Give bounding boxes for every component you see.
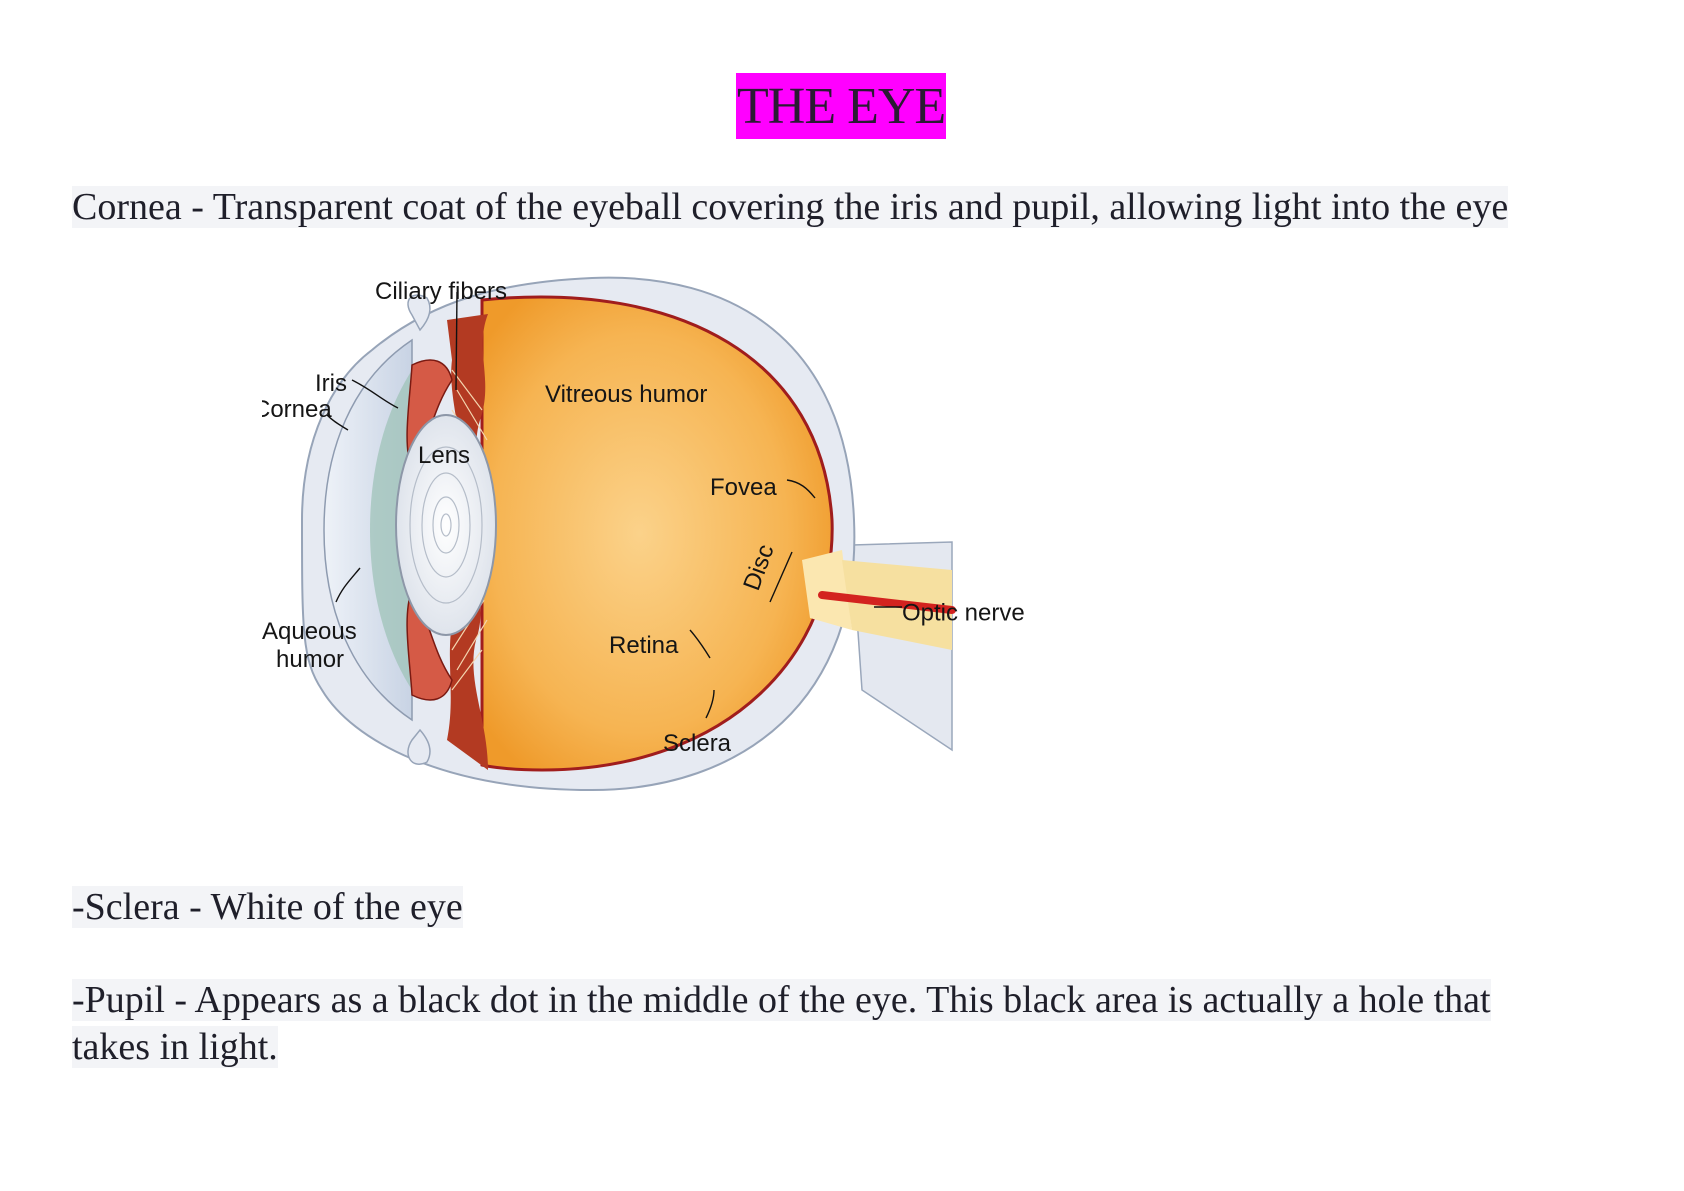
label-aqueous-humor-line1: Aqueous (262, 618, 357, 645)
ciliary-tab-top (407, 294, 431, 332)
pupil-description-line1: -Pupil - Appears as a black dot in the m… (72, 979, 1491, 1021)
pupil-description-line2: takes in light. (72, 1026, 278, 1068)
optic-disc (802, 550, 852, 630)
label-ciliary-fibers: Ciliary fibers (375, 278, 507, 305)
leader-lines (326, 291, 902, 719)
aqueous-region (370, 370, 412, 690)
label-optic-nerve: Optic nerve (902, 599, 1025, 626)
ciliary-tab-bottom (407, 728, 431, 765)
sclera-description: -Sclera - White of the eye (72, 884, 463, 931)
cornea-description-text: Cornea - Transparent coat of the eyeball… (72, 186, 1509, 228)
sclera-description-text: -Sclera - White of the eye (72, 886, 463, 928)
eye-anatomy-diagram: Ciliary fibers Iris Cornea Vitreous humo… (262, 276, 1025, 792)
page-title: THE EYE (736, 73, 946, 139)
lens-rings (409, 446, 483, 604)
label-cornea: Cornea (262, 396, 332, 423)
label-iris: Iris (315, 370, 347, 397)
label-vitreous-humor: Vitreous humor (545, 381, 707, 408)
label-sclera: Sclera (663, 730, 732, 757)
label-fovea: Fovea (710, 474, 777, 501)
label-aqueous-humor-line2: humor (276, 646, 344, 673)
label-retina: Retina (609, 632, 679, 659)
optic-nerve-vessel (818, 591, 956, 614)
label-lens: Lens (418, 442, 470, 469)
cornea-description: Cornea - Transparent coat of the eyeball… (72, 184, 1509, 231)
pupil-description: -Pupil - Appears as a black dot in the m… (72, 977, 1491, 1071)
